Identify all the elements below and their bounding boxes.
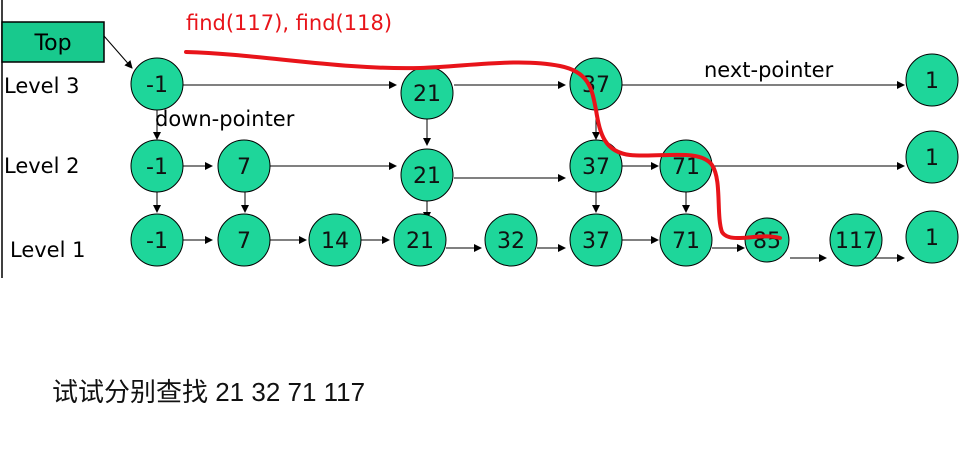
node: 85 <box>744 217 790 263</box>
node: 32 <box>484 213 538 267</box>
node: 1 <box>905 130 959 184</box>
node-value: 7 <box>237 229 251 254</box>
node: 7 <box>217 213 271 267</box>
level-1-links <box>183 236 905 262</box>
node-value: 21 <box>413 82 441 107</box>
node-value: -1 <box>146 155 168 180</box>
node: 21 <box>400 66 454 120</box>
level-2-links <box>183 162 905 182</box>
node-value: 1 <box>925 226 939 251</box>
search-annotation: find(117), find(118) <box>186 11 392 35</box>
node: -1 <box>130 213 184 267</box>
node-value: 71 <box>672 155 700 180</box>
node: 37 <box>569 213 623 267</box>
node-value: 1 <box>925 146 939 171</box>
node: 71 <box>659 139 713 193</box>
node-value: 21 <box>413 164 441 189</box>
node: 1 <box>905 210 959 264</box>
node-value: 21 <box>406 229 434 254</box>
node-value: 117 <box>835 229 877 254</box>
down-pointers <box>153 107 690 220</box>
level-1-label: Level 1 <box>10 238 85 262</box>
top-pointer-arrow <box>103 35 133 69</box>
down-pointer-label: down-pointer <box>155 107 295 131</box>
level-2-label: Level 2 <box>4 154 79 178</box>
node: 21 <box>400 148 454 202</box>
node: 37 <box>569 57 623 111</box>
node: 71 <box>659 213 713 267</box>
node: 21 <box>393 213 447 267</box>
level-3-nodes: -1 21 37 1 <box>130 53 959 120</box>
node: 14 <box>308 213 362 267</box>
level-1-nodes: -1 7 14 21 32 37 71 85 117 1 <box>130 210 959 267</box>
top-label: Top <box>33 31 71 56</box>
node-value: 85 <box>753 229 781 254</box>
node: 7 <box>217 139 271 193</box>
node-value: 37 <box>582 229 610 254</box>
node-value: 7 <box>237 155 251 180</box>
node-value: 32 <box>497 229 525 254</box>
caption: 试试分别查找 21 32 71 117 <box>52 377 366 407</box>
node: -1 <box>130 139 184 193</box>
top-box: Top <box>1 21 105 63</box>
node-value: 37 <box>582 155 610 180</box>
next-pointer-label: next-pointer <box>704 58 834 82</box>
node-value: 1 <box>925 69 939 94</box>
node: 117 <box>829 213 883 267</box>
node-value: -1 <box>146 229 168 254</box>
node-value: -1 <box>146 73 168 98</box>
node-value: 71 <box>672 229 700 254</box>
node: 37 <box>569 139 623 193</box>
node-value: 14 <box>321 229 349 254</box>
search-path <box>184 50 782 240</box>
node: -1 <box>130 57 184 111</box>
node: 1 <box>905 53 959 107</box>
level-3-label: Level 3 <box>4 74 79 98</box>
node-value: 37 <box>582 73 610 98</box>
